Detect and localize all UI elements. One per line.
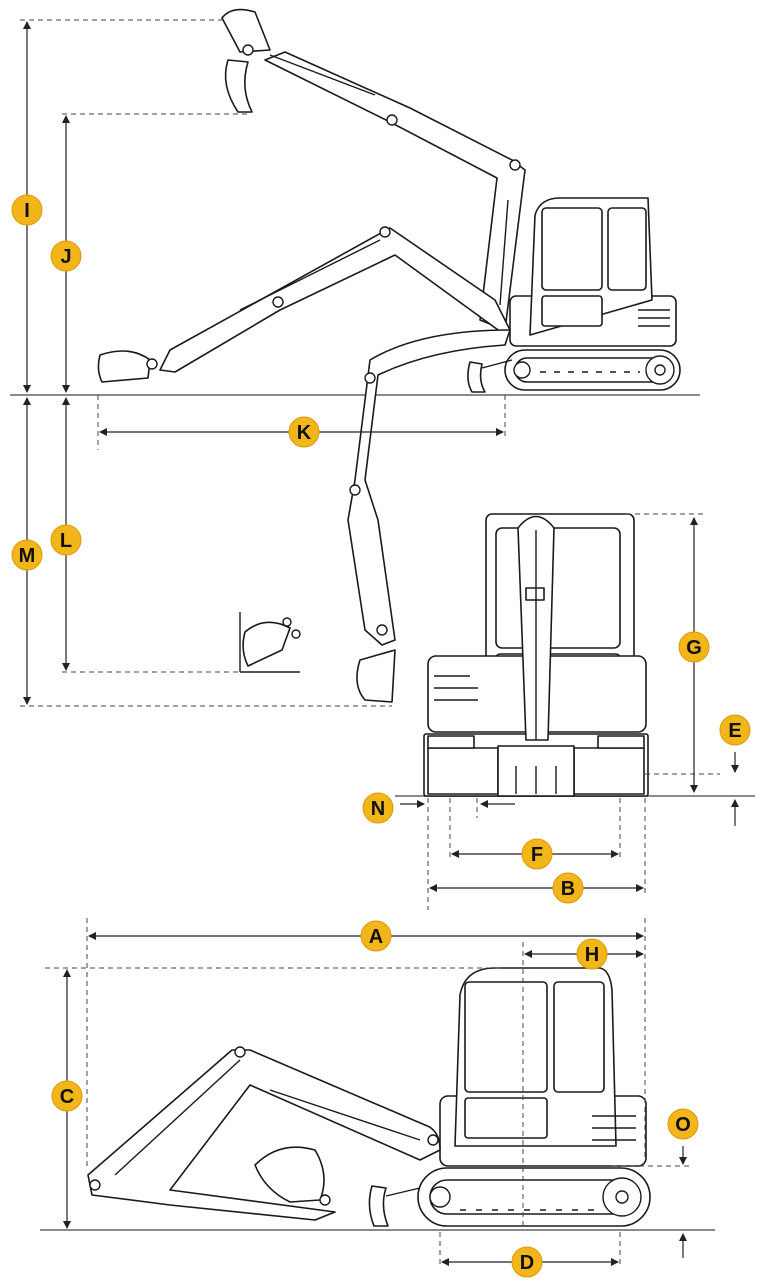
svg-text:N: N	[371, 798, 385, 820]
svg-text:E: E	[728, 720, 741, 742]
label-C: C	[51, 1080, 83, 1112]
arm-extended	[97, 226, 511, 383]
svg-text:M: M	[19, 545, 36, 567]
label-B: B	[552, 872, 584, 904]
svg-text:F: F	[531, 844, 543, 866]
label-E: E	[719, 714, 751, 746]
svg-text:D: D	[520, 1252, 534, 1274]
svg-text:O: O	[675, 1114, 691, 1136]
label-D: D	[511, 1246, 543, 1278]
label-A: A	[360, 920, 392, 952]
dimension-labels: I J K L M G E N F B A H C O D	[11, 194, 751, 1278]
svg-text:I: I	[24, 200, 30, 222]
svg-text:L: L	[60, 530, 72, 552]
svg-text:K: K	[297, 422, 312, 444]
svg-text:B: B	[561, 878, 575, 900]
label-M: M	[11, 539, 43, 571]
svg-text:J: J	[60, 246, 71, 268]
svg-text:G: G	[686, 637, 702, 659]
arm-raised	[221, 8, 526, 331]
arm-digging	[347, 329, 511, 703]
label-H: H	[576, 938, 608, 970]
label-N: N	[362, 792, 394, 824]
transport-view	[40, 918, 715, 1268]
label-J: J	[50, 240, 82, 272]
excavator-undercarriage-top	[504, 349, 681, 391]
label-I: I	[11, 194, 43, 226]
bucket-detail	[239, 612, 301, 673]
working-range-view	[10, 8, 700, 707]
label-O: O	[667, 1108, 699, 1140]
label-L: L	[50, 524, 82, 556]
svg-text:A: A	[369, 926, 383, 948]
excavator-cab-top	[509, 197, 677, 347]
label-F: F	[521, 838, 553, 870]
svg-text:C: C	[60, 1086, 74, 1108]
front-view	[395, 513, 755, 910]
dozer-blade-top	[467, 361, 486, 393]
label-K: K	[288, 416, 320, 448]
label-G: G	[678, 631, 710, 663]
svg-text:H: H	[585, 944, 599, 966]
